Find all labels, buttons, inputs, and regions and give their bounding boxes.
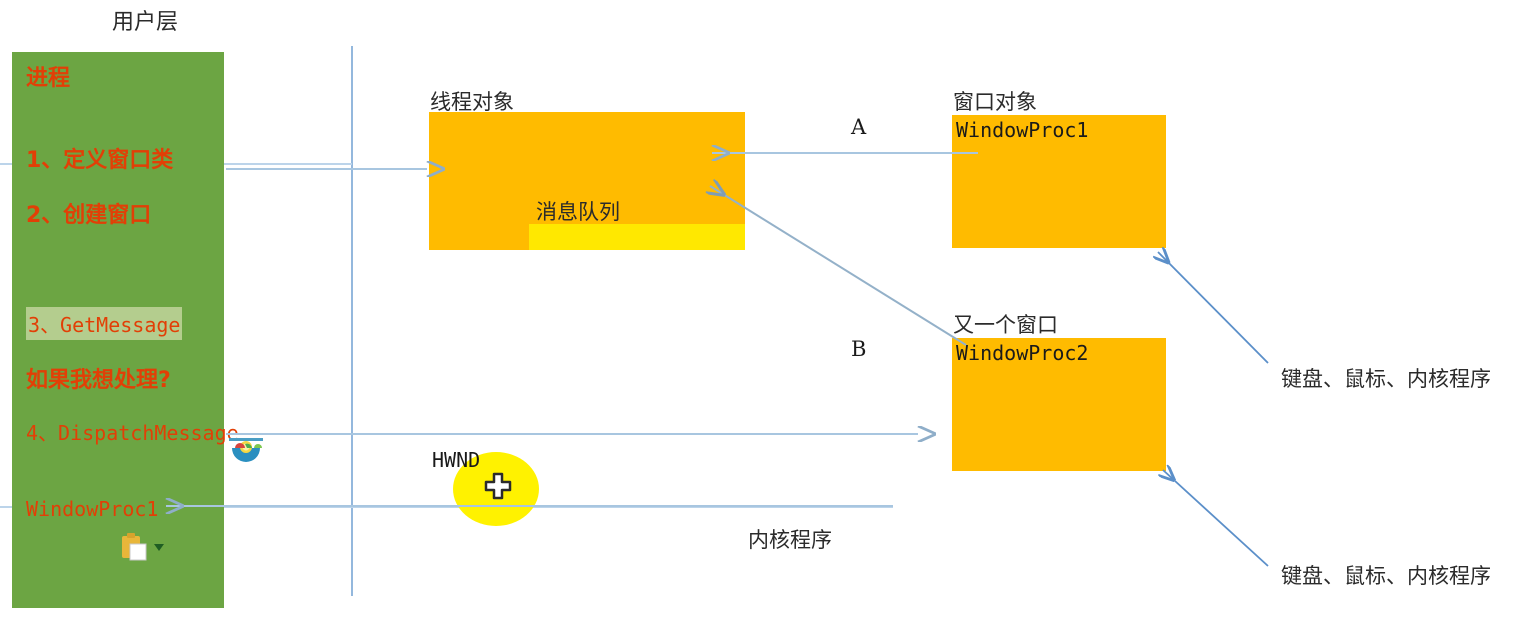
message-queue-box: [529, 224, 745, 250]
flow-label-b: B: [851, 337, 867, 361]
process-step-define-window-class: 1、定义窗口类: [26, 148, 174, 173]
window-object-2-caption: 又一个窗口: [953, 313, 1058, 337]
arrow-window2-to-thread-b: [710, 186, 967, 346]
window-object-1-proc-label: WindowProc1: [956, 118, 1089, 142]
vertical-divider-line: [351, 46, 353, 596]
process-box: 进程 1、定义窗口类 2、创建窗口 3、GetMessage 如果我想处理? 4…: [12, 52, 239, 608]
window-object-2-box: [952, 338, 1166, 471]
kernel-program-label: 内核程序: [748, 528, 832, 552]
arrow-input-to-window2: [1163, 470, 1269, 567]
process-step-question: 如果我想处理?: [26, 368, 171, 393]
hwnd-label: HWND: [432, 448, 481, 472]
message-queue-label: 消息队列: [536, 200, 620, 224]
paste-clipboard-icon[interactable]: [118, 532, 174, 564]
flow-label-a: A: [851, 115, 867, 139]
plus-cursor-icon: [484, 472, 512, 500]
input-source-label-2: 键盘、鼠标、内核程序: [1281, 564, 1491, 588]
thread-object-caption: 线程对象: [430, 90, 514, 114]
window-object-2-proc-label: WindowProc2: [956, 341, 1089, 365]
arrow-input-to-window1: [1158, 252, 1269, 364]
process-step-create-window: 2、创建窗口: [26, 203, 152, 228]
process-step-windowproc1: WindowProc1: [26, 497, 159, 521]
process-step-dispatchmessage: 4、DispatchMessage: [26, 421, 239, 445]
input-source-label-1: 键盘、鼠标、内核程序: [1281, 367, 1491, 391]
process-step-getmessage: 3、GetMessage: [26, 307, 183, 340]
bowl-icon: [228, 434, 264, 470]
page-title: 用户层: [112, 10, 179, 35]
process-header: 进程: [26, 66, 71, 91]
window-object-1-box: [952, 115, 1166, 248]
window-object-caption: 窗口对象: [953, 90, 1037, 114]
